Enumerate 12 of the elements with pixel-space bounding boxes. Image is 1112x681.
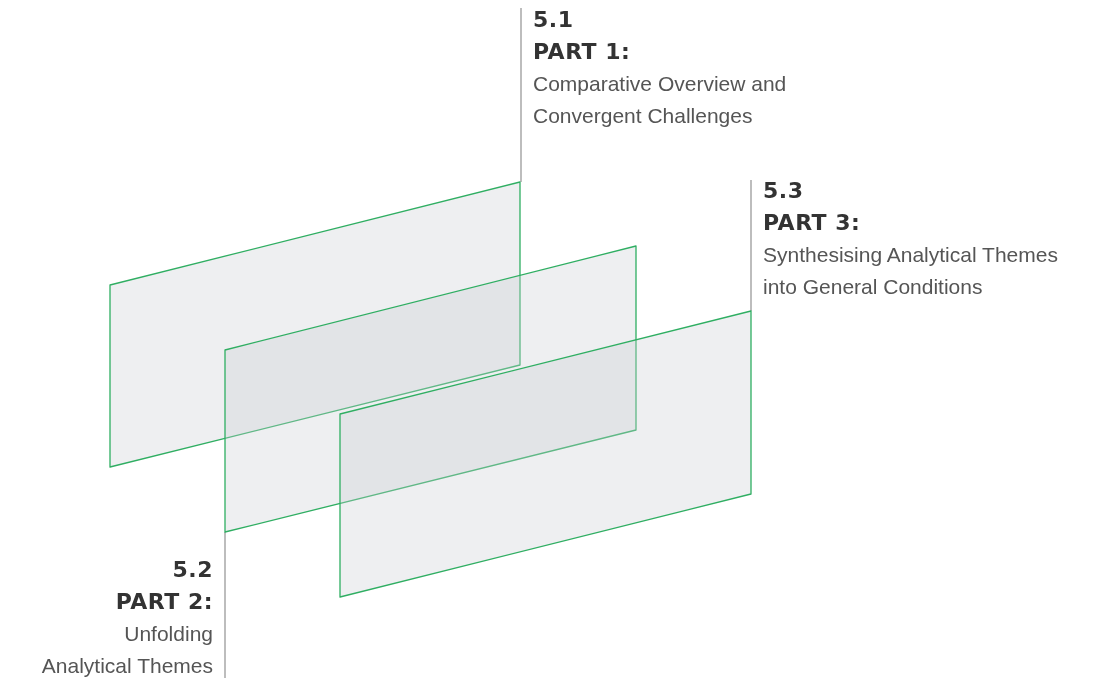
- description-text: Comparative Overview and Convergent Challenges: [533, 71, 788, 129]
- part-heading: PART 1:: [533, 38, 631, 66]
- part-heading: PART 3:: [763, 209, 861, 237]
- section-number: 5.2: [172, 556, 213, 584]
- section-number: 5.3: [763, 177, 804, 205]
- leader-line: [520, 7, 522, 183]
- part-heading: PART 2:: [115, 588, 213, 616]
- description-text: Unfolding Analytical Themes: [40, 621, 213, 679]
- section-number: 5.1: [533, 6, 574, 34]
- leader-line: [750, 179, 752, 312]
- description-text: Synthesising Analytical Themes into General Conditions: [763, 242, 1059, 300]
- leader-line: [224, 531, 226, 679]
